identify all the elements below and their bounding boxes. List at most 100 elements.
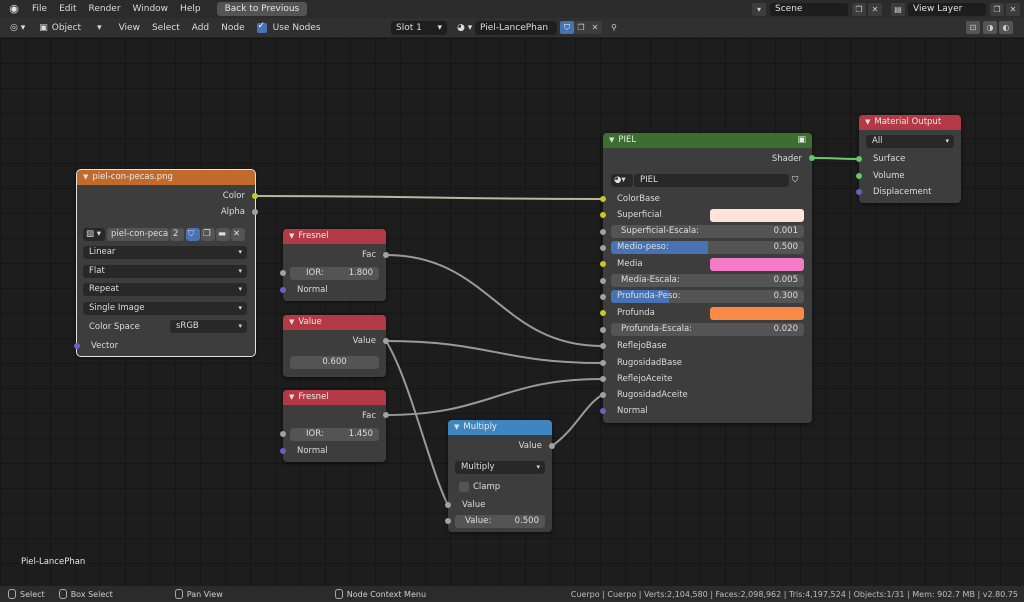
view-layer-icon[interactable]: ▤	[891, 2, 905, 16]
editor-type-dropdown[interactable]: ◎ ▾	[10, 22, 26, 33]
socket-fresnel2-fac[interactable]	[383, 412, 389, 418]
socket-fresnel1-fac[interactable]	[383, 252, 389, 258]
menu-select[interactable]: Select	[151, 22, 180, 33]
image-browse-icon[interactable]: ▨ ▾	[83, 228, 105, 241]
value-node[interactable]: ▼ Value Value 0.600	[283, 315, 386, 377]
collapse-chevron-icon[interactable]: ▼	[609, 136, 615, 144]
collapse-chevron-icon[interactable]: ▼	[289, 393, 295, 401]
collapse-chevron-icon[interactable]: ▼	[865, 118, 871, 126]
socket-piel-shader-out[interactable]	[809, 155, 815, 161]
blender-logo-icon[interactable]: ◉	[9, 2, 19, 15]
group-browse-icon[interactable]: ◕▾	[611, 174, 633, 187]
collapse-chevron-icon[interactable]: ▼	[83, 173, 89, 181]
overlay-icon[interactable]: ⊡	[966, 21, 980, 34]
profunda-color-swatch[interactable]	[710, 307, 804, 320]
ior-field[interactable]: IOR:1.450	[290, 428, 379, 441]
socket-piel-media[interactable]	[600, 261, 606, 267]
fresnel-node-1[interactable]: ▼ Fresnel Fac IOR:1.800 Normal	[283, 229, 386, 301]
new-image-icon[interactable]: ❐	[201, 228, 215, 241]
scene-field[interactable]: Scene	[770, 2, 848, 16]
scene-icon[interactable]: ▾	[752, 2, 766, 16]
menu-help[interactable]: Help	[180, 4, 201, 14]
menu-render[interactable]: Render	[88, 4, 121, 14]
shader-type-dropdown[interactable]: ▣ Object ▾	[34, 21, 106, 35]
collapse-chevron-icon[interactable]: ▼	[289, 232, 295, 240]
projection-dropdown[interactable]: Flat▾	[83, 265, 247, 278]
clamp-checkbox[interactable]	[459, 482, 469, 492]
socket-piel-media-escala[interactable]	[600, 278, 606, 284]
socket-multiply-out[interactable]	[549, 443, 555, 449]
material-output-header[interactable]: ▼ Material Output	[859, 115, 961, 130]
profunda-escala-field[interactable]: Profunda-Escala:0.020	[611, 323, 804, 336]
group-shield-icon[interactable]: ⛉	[792, 175, 799, 185]
source-dropdown[interactable]: Single Image▾	[83, 302, 247, 315]
material-name-field[interactable]: Piel-LancePhan	[475, 20, 557, 35]
unlink-image-icon[interactable]: ✕	[231, 228, 245, 241]
socket-piel-reflejoaceite[interactable]	[600, 376, 606, 382]
color-space-dropdown[interactable]: sRGB▾	[170, 320, 247, 333]
socket-image-vector[interactable]	[74, 343, 80, 349]
delete-view-layer-icon[interactable]: ✕	[1006, 2, 1020, 16]
delete-scene-icon[interactable]: ✕	[868, 2, 882, 16]
view-layer-field[interactable]: View Layer	[908, 2, 986, 16]
socket-output-volume[interactable]	[856, 173, 862, 179]
socket-piel-profunda[interactable]	[600, 310, 606, 316]
socket-piel-superficial-escala[interactable]	[600, 229, 606, 235]
image-name-field[interactable]: piel-con-peca...	[107, 228, 169, 241]
socket-piel-rugosidadaceite[interactable]	[600, 392, 606, 398]
multiply-value-field[interactable]: Value:0.500	[455, 515, 545, 528]
socket-fresnel2-normal[interactable]	[280, 448, 286, 454]
menu-edit[interactable]: Edit	[59, 4, 77, 14]
profunda-peso-slider[interactable]: Profunda-Peso:0.300	[611, 290, 804, 303]
collapse-chevron-icon[interactable]: ▼	[289, 318, 295, 326]
operation-dropdown[interactable]: Multiply▾	[455, 461, 545, 474]
socket-piel-superficial[interactable]	[600, 212, 606, 218]
media-escala-field[interactable]: Media-Escala:0.005	[611, 274, 804, 287]
superficial-color-swatch[interactable]	[710, 209, 804, 222]
back-to-previous-button[interactable]: Back to Previous	[216, 2, 308, 16]
unlink-material-icon[interactable]: ✕	[588, 21, 602, 34]
use-nodes-checkbox[interactable]	[256, 21, 267, 33]
socket-multiply-in1[interactable]	[445, 502, 451, 508]
node-group-icon[interactable]: ▣	[797, 135, 806, 145]
socket-image-alpha[interactable]	[252, 209, 258, 215]
socket-multiply-in2[interactable]	[445, 518, 451, 524]
image-texture-node[interactable]: ▼ piel-con-pecas.png Color Alpha ▨ ▾ pie…	[76, 169, 256, 357]
ior-field[interactable]: IOR:1.800	[290, 267, 379, 280]
extension-dropdown[interactable]: Repeat▾	[83, 283, 247, 296]
material-browse-icon[interactable]: ◕ ▾	[457, 22, 473, 33]
socket-piel-rugosidadbase[interactable]	[600, 360, 606, 366]
menu-node[interactable]: Node	[221, 22, 245, 33]
snap-icon[interactable]: ◑	[983, 21, 997, 34]
media-color-swatch[interactable]	[710, 258, 804, 271]
socket-value-out[interactable]	[383, 338, 389, 344]
menu-view[interactable]: View	[118, 22, 140, 33]
collapse-chevron-icon[interactable]: ▼	[454, 423, 460, 431]
socket-fresnel1-normal[interactable]	[280, 287, 286, 293]
new-scene-icon[interactable]: ❐	[852, 2, 866, 16]
material-output-node[interactable]: ▼ Material Output All▾ Surface Volume Di…	[859, 115, 961, 203]
new-material-icon[interactable]: ❐	[574, 21, 588, 34]
fake-user-shield-icon[interactable]: ⛉	[560, 21, 574, 34]
piel-group-node[interactable]: ▼ PIEL ▣ Shader ◕▾ PIEL ⛉ ColorBase Supe…	[603, 133, 812, 423]
socket-piel-profunda-escala[interactable]	[600, 327, 606, 333]
value-field[interactable]: 0.600	[290, 356, 379, 369]
socket-piel-reflejobase[interactable]	[600, 343, 606, 349]
socket-piel-medio-peso[interactable]	[600, 245, 606, 251]
socket-piel-profunda-peso[interactable]	[600, 294, 606, 300]
socket-image-color[interactable]	[252, 193, 258, 199]
multiply-node-header[interactable]: ▼ Multiply	[448, 420, 552, 435]
pin-icon[interactable]: ⚲	[611, 23, 617, 32]
socket-piel-normal[interactable]	[600, 408, 606, 414]
fresnel-node-2-header[interactable]: ▼ Fresnel	[283, 390, 386, 405]
fresnel-node-1-header[interactable]: ▼ Fresnel	[283, 229, 386, 244]
medio-peso-slider[interactable]: Medio-peso:0.500	[611, 241, 804, 254]
socket-piel-colorbase[interactable]	[600, 196, 606, 202]
superficial-escala-field[interactable]: Superficial-Escala:0.001	[611, 225, 804, 238]
slot-dropdown[interactable]: Slot 1 ▾	[391, 20, 447, 35]
image-users-count[interactable]: 2	[170, 228, 184, 241]
fake-user-shield-icon[interactable]: ⛉	[186, 228, 200, 241]
menu-file[interactable]: File	[32, 4, 48, 14]
socket-output-displacement[interactable]	[856, 189, 862, 195]
new-view-layer-icon[interactable]: ❐	[990, 2, 1004, 16]
